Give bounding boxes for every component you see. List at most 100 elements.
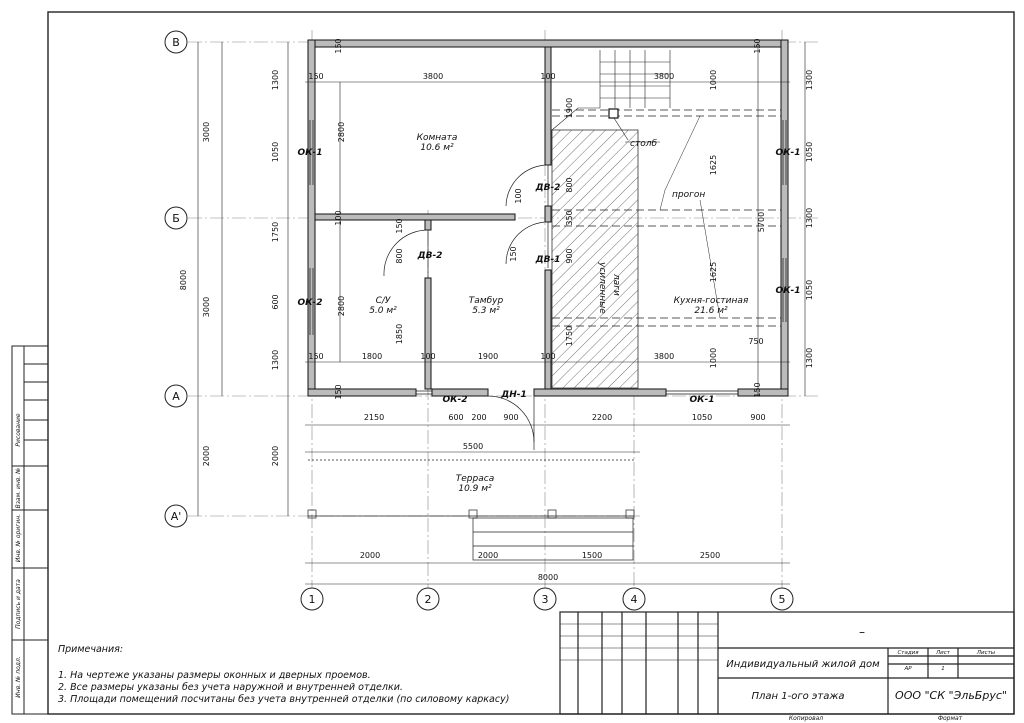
dim-misc-3: 100: [334, 210, 343, 225]
dim-mid-3: 100: [420, 352, 435, 361]
dim-b1-7: 900: [750, 413, 765, 422]
dim-b1-3: 200: [471, 413, 486, 422]
dim-misc-13: 1625: [709, 262, 718, 282]
room-area-kitchen: 21.6 м²: [694, 306, 728, 316]
dim-lo-3: 2000: [202, 446, 211, 466]
dim-misc-1: 150: [334, 38, 343, 53]
label-dn1: ДН-1: [500, 390, 527, 400]
dim-li-1: 1300: [271, 70, 280, 90]
dim-misc-5: 150: [753, 382, 762, 397]
windows: [309, 120, 787, 395]
label-ok2-bottom: ОК-2: [442, 395, 467, 405]
dim-li-6: 2000: [271, 446, 280, 466]
dim-misc-8: 350: [565, 210, 574, 225]
dim-ri-4: 1050: [805, 280, 814, 300]
dim-misc-4: 150: [753, 38, 762, 53]
label-ok1-right-mid: ОК-1: [775, 286, 800, 296]
dim-lo-1: 3000: [202, 122, 211, 142]
tb-sheet-value: 1: [941, 666, 945, 672]
dim-misc-2: 150: [334, 384, 343, 399]
dim-b2-4: 2500: [700, 551, 720, 560]
dim-total-horizontal: 8000: [538, 573, 558, 582]
room-name-komnata: Комната: [417, 133, 458, 143]
tb-sheets-header: Листы: [976, 650, 996, 656]
tb-dash: –: [859, 625, 865, 639]
axis-label-3: 3: [542, 593, 549, 606]
dim-mid-6: 3800: [654, 352, 674, 361]
dim-mid-2: 1800: [362, 352, 382, 361]
dim-750: 750: [748, 337, 763, 346]
tb-sheet-header: Лист: [935, 650, 951, 656]
dim-b2-2: 2000: [478, 551, 498, 560]
axis-label-2: 2: [425, 593, 432, 606]
room-name-su: С/У: [376, 296, 391, 306]
beams: [552, 109, 782, 327]
dim-misc-10: 1750: [565, 326, 574, 346]
tb-format: Формат: [938, 715, 963, 722]
dim-mid-5: 100: [540, 352, 555, 361]
room-area-tambur: 5.3 м²: [472, 306, 500, 316]
room-name-tambur: Тамбур: [469, 296, 504, 306]
axis-label-5: 5: [779, 593, 786, 606]
element-labels: ОК-1 ОК-2 ОК-1 ОК-1 ОК-1 ОК-2 ДН-1 ДВ-2 …: [297, 148, 800, 405]
tb-stage-header: Стадия: [897, 650, 919, 656]
label-dv2-su: ДВ-2: [417, 251, 443, 261]
dimension-texts: 150 3800 100 3800 150 1800 100 1900 100 …: [308, 72, 765, 582]
title-block: [559, 611, 1015, 715]
note-2: 2. Все размеры указаны без учета наружно…: [58, 682, 403, 693]
dim-misc-9: 900: [565, 248, 574, 263]
room-area-terrace: 10.9 м²: [458, 484, 492, 494]
dim-top-1: 150: [308, 72, 323, 81]
dim-misc-18: 100: [514, 188, 523, 203]
dim-li-4: 600: [271, 294, 280, 309]
side-stamp: [11, 345, 49, 715]
room-name-kitchen: Кухня-гостиная: [674, 296, 749, 306]
dim-b1-4: 900: [503, 413, 518, 422]
axis-label-b: Б: [172, 212, 180, 225]
label-dv2-top: ДВ-2: [535, 183, 561, 193]
dim-misc-17: 1850: [395, 324, 404, 344]
column-post: [608, 108, 619, 119]
sheet-frame: [47, 11, 1015, 715]
dim-ri-3: 1300: [805, 208, 814, 228]
label-lagi-1: усиленные: [597, 261, 607, 314]
label-ok2-left: ОК-2: [297, 298, 322, 308]
dim-mid-1: 150: [308, 352, 323, 361]
reinforced-joists-zone: [551, 129, 639, 389]
dim-li-3: 1750: [271, 222, 280, 242]
label-ok1-left: ОК-1: [297, 148, 322, 158]
dim-misc-16: 150: [395, 218, 404, 233]
dim-li-5: 1300: [271, 350, 280, 370]
dim-lo-total: 8000: [179, 270, 188, 290]
dim-b2-3: 1500: [582, 551, 602, 560]
dim-lo-2: 3000: [202, 297, 211, 317]
dim-misc-12: 1625: [709, 155, 718, 175]
room-area-su: 5.0 м²: [369, 306, 397, 316]
dim-mid-4: 1900: [478, 352, 498, 361]
label-progon: прогон: [672, 190, 705, 200]
terrace: [307, 459, 635, 561]
dimension-lines: [197, 42, 806, 585]
dim-lw-2: 2800: [337, 296, 346, 316]
room-labels: Комната 10.6 м² С/У 5.0 м² Тамбур 5.3 м²…: [369, 133, 749, 494]
dim-b1-5: 2200: [592, 413, 612, 422]
dim-ri-2: 1050: [805, 142, 814, 162]
stamp-label-4: Взам. инв. №: [15, 468, 22, 509]
dim-misc-7: 800: [565, 177, 574, 192]
dim-5500: 5500: [463, 442, 483, 451]
dim-right-total: 5700: [757, 212, 766, 232]
dim-top-2: 3800: [423, 72, 443, 81]
dim-ri-1: 1300: [805, 70, 814, 90]
dim-misc-6: 1900: [565, 98, 574, 118]
room-name-terrace: Терраса: [456, 474, 494, 484]
vertical-dimension-texts: 3000 3000 2000 8000 1300 1050 1750 600 1…: [179, 38, 814, 466]
stamp-label-3: Подпись и дата: [15, 579, 22, 629]
dim-top-3: 100: [540, 72, 555, 81]
tb-company: ООО "СК "ЭльБрус": [895, 689, 1007, 702]
axis-label-a: А: [172, 390, 180, 403]
axis-label-4: 4: [631, 593, 638, 606]
dim-misc-11: 1000: [709, 70, 718, 90]
dim-b1-6: 1050: [692, 413, 712, 422]
dim-misc-19: 150: [509, 246, 518, 261]
